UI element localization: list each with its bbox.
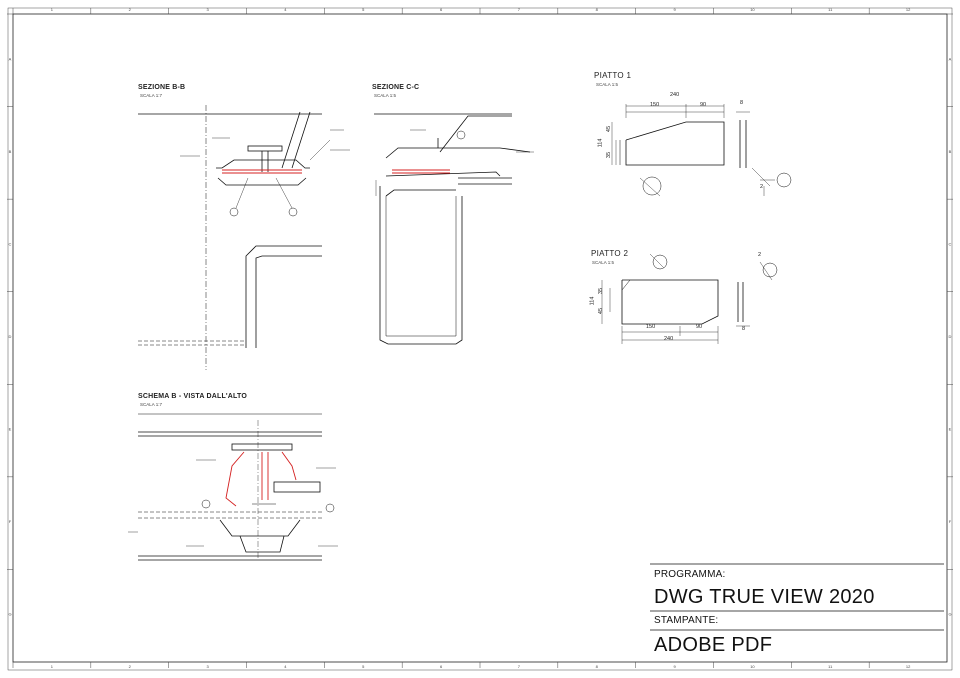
frame-ref-letter: C [9,241,12,246]
frame-ref-number: 4 [284,664,287,669]
section-bb-drawing [138,105,350,370]
scheme-b-title: SCHEMA B - VISTA DALL'ALTO [138,393,248,400]
section-cc-scale: SCALA 1:5 [374,93,397,98]
frame-ref-number: 5 [362,664,365,669]
frame-ref-number: 12 [906,7,911,12]
plate1-dim-total: 240 [670,92,680,98]
plate1-dim-h2: 35 [606,151,613,159]
frame-ref-number: 2 [129,664,132,669]
plate1-dim-h3: 45 [606,125,613,133]
title-block: PROGRAMMA: DWG TRUE VIEW 2020 STAMPANTE:… [650,564,944,664]
plate1-dim-a: 150 [650,102,660,108]
frame-ref-number: 7 [518,7,521,12]
frame-ref-number: 11 [828,7,833,12]
frame-ref-letter: G [948,612,951,617]
frame-ref-number: 1 [51,664,54,669]
plate1-dim-h1: 114 [597,138,604,148]
plate1-drawing [611,104,792,197]
section-cc-drawing [374,113,534,345]
plate2-dim-h1: 114 [589,296,596,306]
frame-ref-number: 10 [750,7,755,12]
frame-ref-number: 6 [440,7,443,12]
frame-ref-letter: G [8,612,11,617]
scheme-b-drawing [128,413,338,561]
program-value: DWG TRUE VIEW 2020 [654,586,875,608]
section-bb-scale: SCALA 1:7 [140,93,163,98]
frame-ref-letter: B [9,149,12,154]
frame-ref-number: 8 [596,664,599,669]
plate1-dim-w: 2 [760,184,764,190]
frame-ref-number: 10 [750,664,755,669]
frame-ref-letter: D [949,334,952,339]
program-label: PROGRAMMA: [654,569,726,580]
frame-ref-number: 2 [129,7,132,12]
frame-ref-number: 12 [906,664,911,669]
frame-ref-letter: E [949,427,952,432]
frame-ref-number: 11 [828,664,833,669]
printer-label: STAMPANTE: [654,615,719,626]
plate2-title: PIATTO 2 [591,249,629,258]
section-bb-title: SEZIONE B-B [138,84,186,91]
plate2-scale: SCALA 1:5 [592,260,615,265]
plate2-dim-b: 90 [696,324,703,330]
plate2-dim-thk: 8 [742,326,746,332]
frame-ref-number: 3 [206,7,209,12]
plate2-dim-a: 150 [646,324,656,330]
frame-ref-number: 9 [673,7,676,12]
frame-ref-number: 6 [440,664,443,669]
plate2-dim-w: 2 [758,252,762,258]
section-cc-title: SEZIONE C-C [372,84,420,91]
frame-ref-number: 7 [518,664,521,669]
plate1-dim-thk: 8 [740,100,744,106]
frame-ref-letter: F [949,519,952,524]
frame-ref-number: 8 [596,7,599,12]
frame-ref-letter: E [9,427,12,432]
plate2-dim-h2: 35 [598,287,605,295]
plate2-dim-h3: 45 [598,307,605,315]
titleblock-lines [650,563,944,631]
frame-ref-letter: B [949,149,952,154]
plate1-dim-b: 90 [700,102,707,108]
scheme-b-scale: SCALA 1:7 [140,402,163,407]
frame-ref-letter: A [9,56,12,61]
printer-value: ADOBE PDF [654,634,773,656]
frame-ticks [7,8,953,668]
plate1-scale: SCALA 1:5 [596,82,619,87]
frame-ref-number: 9 [673,664,676,669]
frame-ref-number: 3 [206,664,209,669]
plate2-dim-total: 240 [664,336,674,342]
frame-ref-letter: C [949,241,952,246]
frame-ref-number: 1 [51,7,54,12]
frame-ref-letter: A [949,56,952,61]
plate1-title: PIATTO 1 [594,71,632,80]
frame-ref-letter: F [9,519,12,524]
frame-ref-number: 5 [362,7,365,12]
frame-ref-number: 4 [284,7,287,12]
frame-ref-letter: D [9,334,12,339]
plate2-drawing [601,253,778,344]
